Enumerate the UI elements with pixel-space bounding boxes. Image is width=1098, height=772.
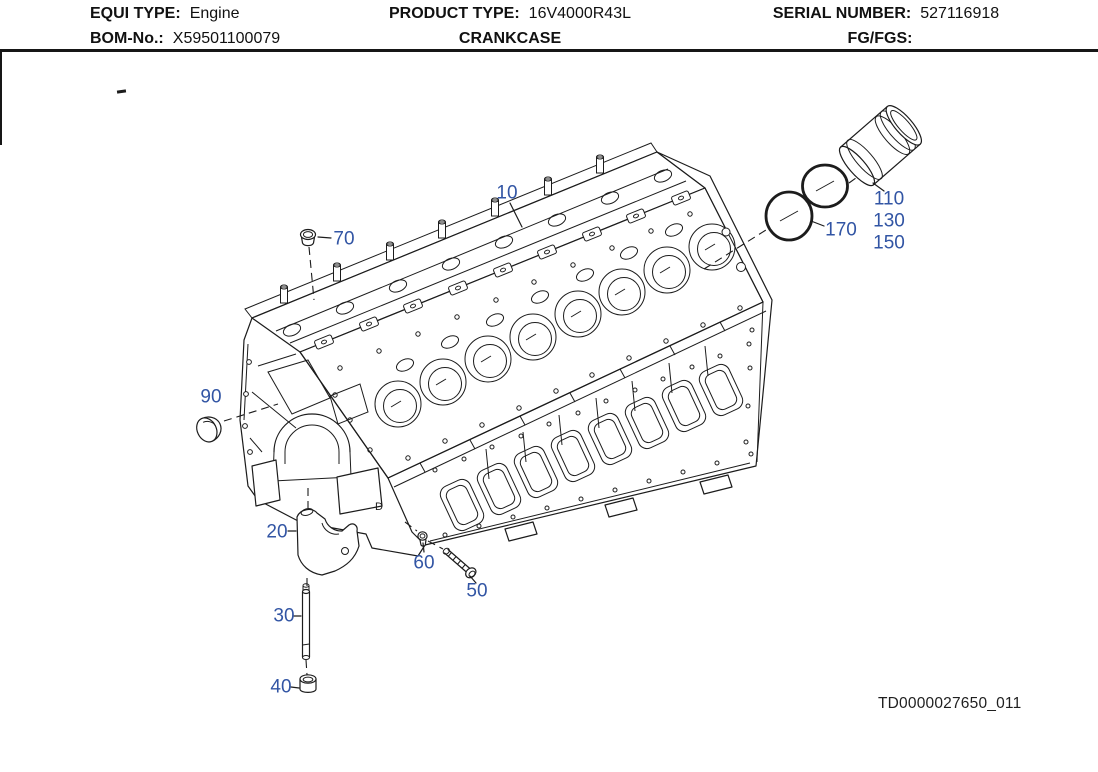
assembly-dashed-lines: [223, 177, 857, 676]
nut-drawing: [299, 674, 317, 693]
fg-fgs-label: FG/FGS:: [847, 30, 913, 47]
serial-number-label: SERIAL NUMBER:: [772, 5, 912, 22]
product-name: CRANKCASE: [459, 30, 561, 48]
side-wall-windows: [439, 363, 744, 532]
product-type-field: PRODUCT TYPE: 16V4000R43L: [389, 5, 631, 23]
callout-170: 170: [825, 219, 857, 241]
callout-110: 110: [873, 188, 905, 210]
callout-150: 150: [873, 232, 905, 254]
casting-mark: D: [375, 501, 383, 513]
callout-30: 30: [273, 605, 295, 627]
callout-40: 40: [270, 676, 292, 698]
callout-10: 10: [496, 182, 518, 204]
equi-type-field: EQUI TYPE: Engine: [90, 5, 240, 23]
fg-fgs-field: FG/FGS:: [848, 30, 913, 48]
callout-130: 130: [873, 210, 905, 232]
bank-face-bolt-holes: [332, 211, 743, 461]
page-left-border: [0, 49, 2, 145]
top-deck-holes: [282, 169, 673, 337]
crankcase-block-drawing: D: [239, 142, 773, 557]
side-wall-bolt-holes: [432, 341, 754, 538]
serial-number-value: 527116918: [920, 5, 1000, 22]
callout-70: 70: [333, 228, 355, 250]
cup-plug-drawing: [196, 416, 222, 443]
o-ring-drawing: [764, 163, 849, 242]
bank-face-slots: [395, 223, 684, 372]
front-end-face: [242, 343, 383, 515]
screw-plug-drawing: [299, 228, 317, 247]
bom-no-field: BOM-No.: X59501100079: [90, 30, 280, 48]
callout-50: 50: [466, 580, 488, 602]
callout-90: 90: [200, 386, 222, 408]
bom-no-value: X59501100079: [172, 30, 281, 47]
cylinder-bores: [374, 223, 736, 428]
equi-type-label: EQUI TYPE:: [90, 5, 181, 22]
product-type-value: 16V4000R43L: [528, 5, 631, 22]
cylinder-liner-drawing: [838, 105, 923, 187]
product-name-text: CRANKCASE: [458, 30, 562, 47]
small-bolt-drawing: [417, 531, 428, 547]
header-divider: [0, 49, 1098, 52]
bom-no-label: BOM-No.:: [90, 30, 164, 47]
bearing-cap-drawing: [296, 508, 360, 576]
stud-drawing: [301, 583, 311, 660]
top-deck-posts: [280, 154, 604, 304]
product-type-label: PRODUCT TYPE:: [389, 5, 520, 22]
equi-type-value: Engine: [189, 5, 240, 22]
serial-number-field: SERIAL NUMBER: 527116918: [773, 5, 999, 23]
document-number: TD0000027650_011: [878, 695, 1022, 712]
leader-lines: [287, 182, 885, 689]
valley-edge-bosses: [314, 190, 691, 350]
long-bolt-drawing: [442, 547, 477, 579]
callout-60: 60: [413, 552, 435, 574]
callout-20: 20: [266, 521, 288, 543]
